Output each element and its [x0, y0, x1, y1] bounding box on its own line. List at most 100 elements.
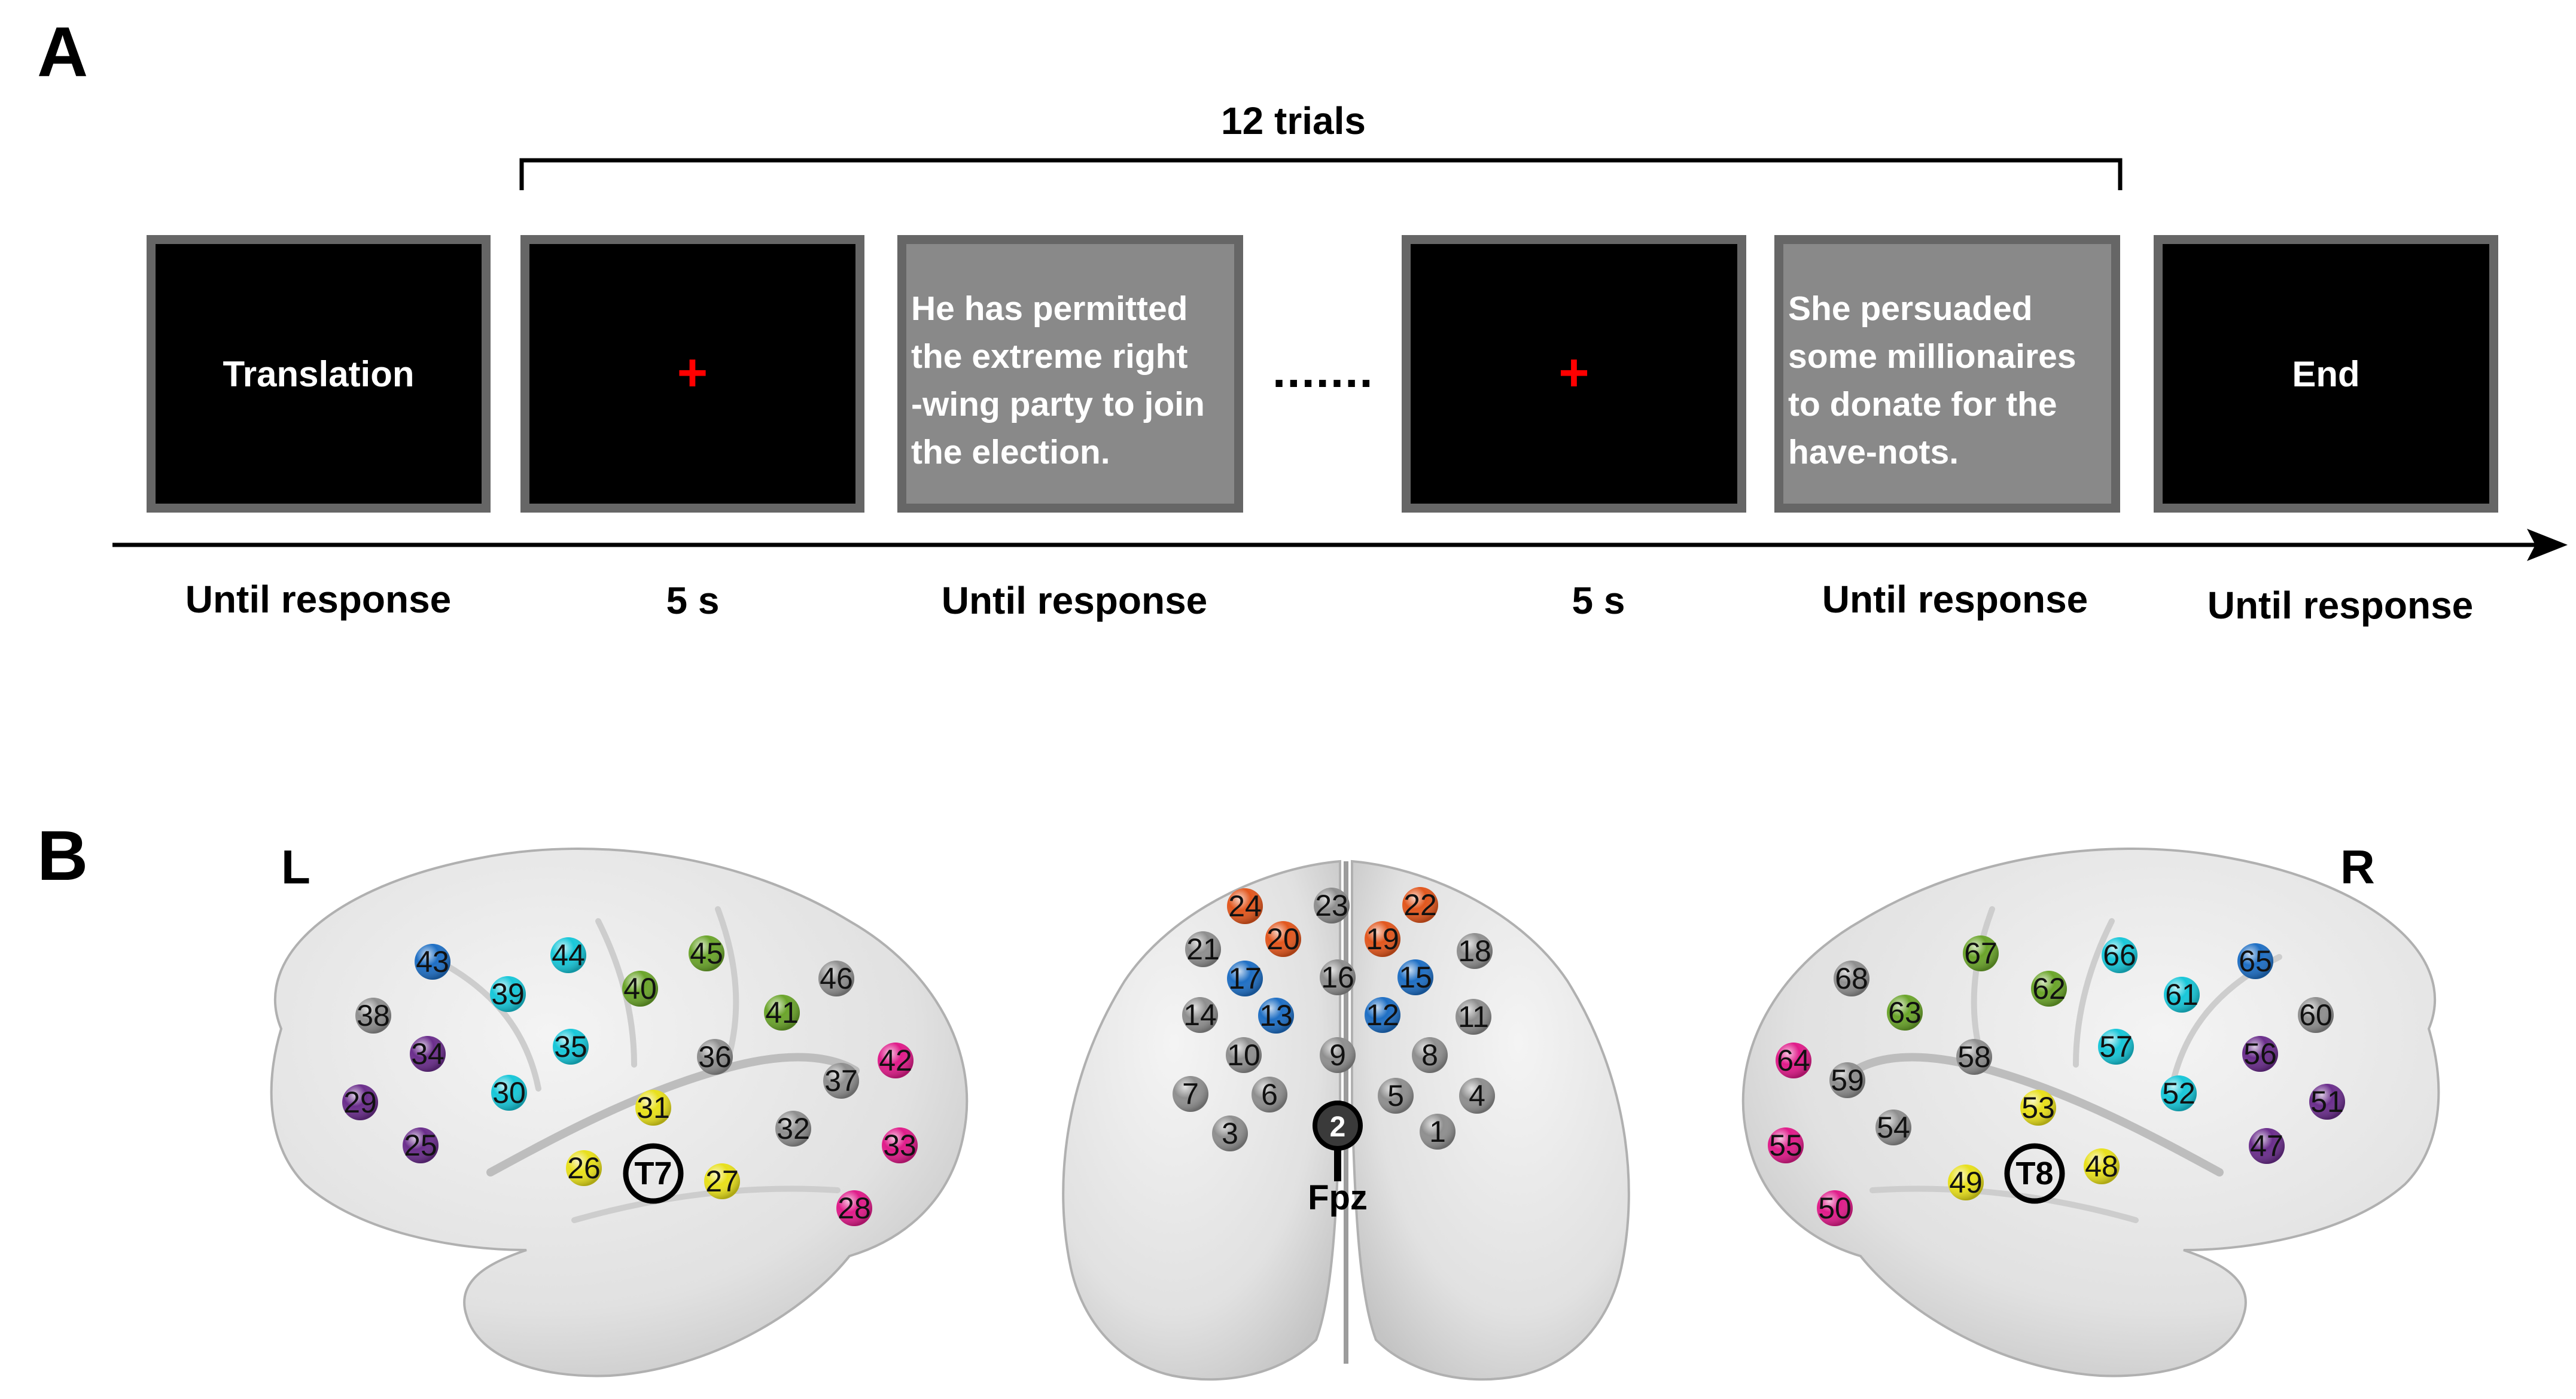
channel-marker: 52 — [2161, 1075, 2197, 1111]
channel-marker: 64 — [1776, 1043, 1811, 1078]
channel-dot-shading — [2102, 937, 2137, 973]
channel-number: 25 — [404, 1129, 437, 1162]
timeline-graphics — [112, 158, 2568, 561]
channel-marker: 4 — [1459, 1078, 1495, 1114]
channel-dot-shading — [1365, 997, 1400, 1033]
duration-label: Until response — [2207, 584, 2474, 627]
channel-dot-shading — [1402, 887, 1438, 923]
channel-number: 27 — [705, 1165, 739, 1198]
channel-number: 56 — [2243, 1037, 2277, 1071]
channel-number: 64 — [1777, 1044, 1810, 1077]
channel-dot-shading — [1834, 961, 1869, 996]
channel-number: 20 — [1266, 922, 1300, 956]
channel-dot-shading — [1420, 1114, 1456, 1150]
right-hemisphere-label: R — [2340, 840, 2375, 894]
channel-number: 1 — [1429, 1115, 1446, 1148]
channel-number: 5 — [1387, 1079, 1404, 1113]
channel-marker: 5 — [1378, 1078, 1414, 1114]
screen-fixation-1: + — [520, 235, 864, 513]
screen-fixation-2: + — [1402, 235, 1746, 513]
channel-dot-shading — [1227, 888, 1263, 924]
channel-number: 45 — [690, 937, 723, 970]
duration-label: Until response — [941, 579, 1208, 622]
channel-number: 62 — [2032, 972, 2066, 1005]
channel-number: 48 — [2085, 1150, 2118, 1183]
channel-marker: 59 — [1829, 1062, 1865, 1098]
sentence-1-line-3: -wing party to join — [911, 385, 1205, 423]
channel-dot-shading — [1817, 1190, 1853, 1226]
channel-dot-shading — [2298, 997, 2334, 1033]
channel-number: 33 — [883, 1129, 916, 1162]
channel-number: 63 — [1888, 996, 1922, 1029]
channel-number: 37 — [824, 1064, 858, 1098]
channel-marker: 61 — [2164, 977, 2200, 1013]
screen-sentence-2: She persuaded some millionaires to donat… — [1774, 235, 2120, 513]
t7-landmark-ring — [623, 1143, 684, 1204]
channel-dot-shading — [415, 944, 450, 980]
channel-marker: 14 — [1182, 997, 1218, 1033]
channel-dot-shading — [836, 1190, 872, 1226]
channel-marker: 44 — [550, 937, 586, 973]
ref-channel-dot — [1313, 1101, 1363, 1151]
channel-dot-shading — [1412, 1037, 1448, 1073]
sentence-1-text: He has permitted the extreme right -wing… — [911, 285, 1232, 476]
channel-number: 24 — [1228, 889, 1262, 923]
channel-dot-shading — [635, 1090, 671, 1126]
channel-dot-shading — [1320, 959, 1356, 995]
channel-number: 57 — [2099, 1030, 2133, 1063]
sentence-2-line-4: have-nots. — [1788, 433, 1959, 471]
sentence-2-line-2: some millionaires — [1788, 337, 2076, 376]
channel-dot-shading — [490, 976, 526, 1012]
channel-dot-shading — [2020, 1090, 2056, 1126]
channel-marker: 35 — [553, 1029, 589, 1065]
right-hemisphere-outline — [1741, 848, 2440, 1377]
fixation-cross-icon: + — [1558, 343, 1590, 403]
channel-dot-shading — [697, 1039, 733, 1075]
channel-number: 31 — [637, 1091, 670, 1124]
right-sulcus — [2073, 918, 2115, 1068]
channel-dot-shading — [1887, 995, 1923, 1031]
channel-dot-shading — [1459, 1078, 1495, 1114]
sentence-2-line-3: to donate for the — [1788, 385, 2057, 423]
channel-dot-shading — [2098, 1029, 2134, 1065]
duration-label: Until response — [185, 578, 452, 621]
channel-marker: 19 — [1365, 921, 1400, 957]
channel-marker: 40 — [622, 971, 658, 1007]
channel-dot-shading — [491, 1075, 527, 1111]
channel-marker: 66 — [2102, 937, 2137, 973]
channel-dot-shading — [1185, 931, 1221, 967]
channel-dot-shading — [566, 1150, 602, 1186]
channel-dot-shading — [1963, 935, 1999, 971]
channel-number: 21 — [1186, 932, 1220, 966]
channel-number: 35 — [554, 1030, 587, 1063]
sentence-1-line-4: the election. — [911, 433, 1110, 471]
panel-b-letter: B — [37, 816, 89, 895]
channel-dot-shading — [2164, 977, 2200, 1013]
channel-marker: 10 — [1226, 1037, 1262, 1073]
channel-number: 42 — [879, 1044, 912, 1077]
channel-marker: 47 — [2249, 1128, 2285, 1164]
channel-dot-shading — [1776, 1043, 1811, 1078]
channel-number: 51 — [2310, 1085, 2344, 1118]
channel-marker: 34 — [410, 1036, 446, 1072]
sentence-1-line-2: the extreme right — [911, 337, 1188, 376]
channel-number: 15 — [1399, 961, 1432, 994]
channel-number: 29 — [343, 1086, 377, 1119]
channel-marker: 49 — [1948, 1165, 1984, 1200]
channel-number: 28 — [838, 1191, 871, 1225]
channel-dot-shading — [2309, 1084, 2345, 1120]
left-sulcus — [571, 1185, 841, 1223]
channel-dot-shading — [1226, 1037, 1262, 1073]
channel-dot-shading — [764, 995, 800, 1031]
channel-dot-shading — [2242, 1036, 2278, 1072]
channel-dot-shading — [1768, 1127, 1804, 1163]
right-sulcus — [1971, 906, 1995, 1056]
screen-sentence-1: He has permitted the extreme right -wing… — [897, 235, 1243, 513]
channel-marker: 58 — [1956, 1039, 1992, 1075]
duration-label: 5 s — [666, 579, 720, 622]
screen-translation-label: Translation — [223, 353, 415, 394]
ref-channel-label: 2 — [1330, 1111, 1346, 1143]
channel-marker: 55 — [1768, 1127, 1804, 1163]
channel-marker: 21 — [1185, 931, 1221, 967]
channel-marker: 8 — [1412, 1037, 1448, 1073]
